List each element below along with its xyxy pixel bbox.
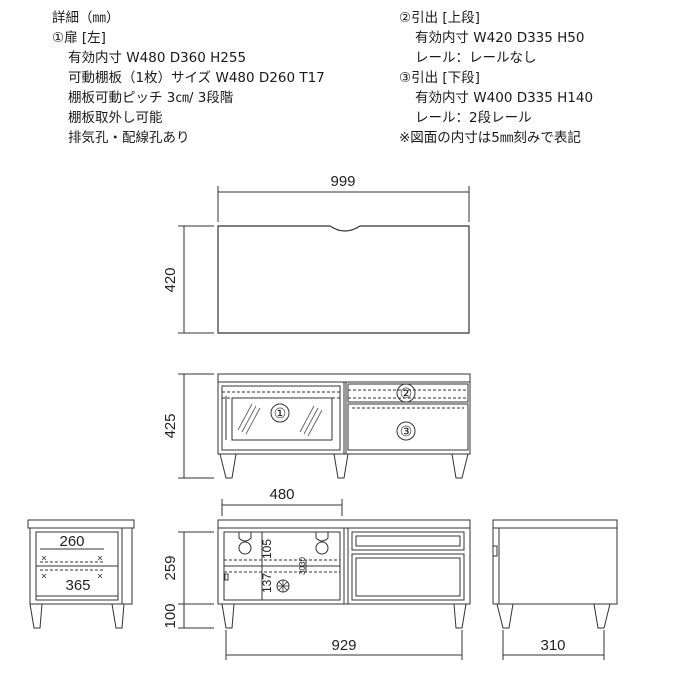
front-section-view — [178, 499, 471, 660]
side-body — [492, 527, 618, 605]
dim-label-pitch: 3030 — [298, 557, 307, 575]
callout-upper-drawer-circle — [396, 383, 416, 403]
dim-label-front-height: 425 — [162, 413, 179, 438]
section-body — [29, 527, 133, 605]
callout-door: ① — [274, 405, 287, 421]
drawing-note: ※図面の内寸は5㎜刻みで表記 — [399, 130, 581, 146]
wiring-hole — [238, 541, 252, 555]
glass-hatch — [237, 403, 323, 437]
leg — [111, 603, 125, 629]
left-section-view — [27, 519, 135, 629]
door-panel — [221, 385, 341, 451]
dim-label-shelf-top: 260 — [59, 533, 84, 550]
door-spec-line: 可動棚板（1枚）サイズ W480 D260 T17 — [68, 70, 325, 86]
side-view — [492, 519, 618, 660]
callout-door-circle — [270, 403, 290, 423]
dim-label-hole-height: 105 — [260, 539, 274, 559]
door-spec-line: 有効内寸 W480 D360 H255 — [68, 50, 247, 66]
door-spec-line: 排気孔・配線孔あり — [68, 130, 190, 146]
dim-label-shelf-bottom: 365 — [65, 577, 90, 594]
pin-marks — [41, 555, 103, 579]
spec-heading: 詳細（㎜） — [52, 10, 120, 26]
upper-drawer-line: 有効内寸 W420 D335 H50 — [415, 30, 585, 46]
callout-lower-drawer: ③ — [400, 423, 413, 439]
door-spec-line: 棚板取外し可能 — [68, 110, 163, 126]
door-spec-title: ①扉 [左] — [52, 30, 106, 46]
dim-label-side-depth: 310 — [540, 637, 565, 654]
vent-grille — [277, 580, 289, 592]
upper-drawer-title: ②引出 [上段] — [399, 10, 480, 26]
section-upper-drawer — [351, 531, 465, 551]
dim-label-top-depth: 420 — [162, 267, 179, 292]
front-top-board — [217, 373, 471, 383]
spec-right: ②引出 [上段] 有効内寸 W420 D335 H50 レール：レールなし ③引… — [399, 8, 593, 148]
hole-slot — [238, 532, 252, 542]
dim-label-leg-height: 100 — [162, 603, 179, 628]
lower-drawer-line: 有効内寸 W400 D335 H140 — [415, 90, 594, 106]
top-view-outline — [217, 225, 470, 334]
leg — [453, 603, 467, 629]
door-spec-line: 棚板可動ピッチ 3㎝/ 3段階 — [68, 90, 234, 106]
callout-upper-drawer: ② — [400, 385, 413, 401]
leg — [333, 453, 349, 479]
spec-left: 詳細（㎜） ①扉 [左] 有効内寸 W480 D360 H255 可動棚板（1枚… — [52, 8, 325, 148]
dim-label-lower-height: 137 — [260, 573, 274, 593]
leg — [593, 603, 611, 629]
leg — [496, 603, 514, 629]
dim-label-inner-height: 259 — [162, 555, 179, 580]
lower-drawer-line: レール：2段レール — [415, 110, 532, 126]
lower-drawer-title: ③引出 [下段] — [399, 70, 480, 86]
cable-clip — [224, 573, 229, 581]
top-view — [178, 186, 470, 334]
front-view — [178, 373, 471, 479]
section-lower-drawer-inner — [355, 557, 461, 597]
section-top-board — [27, 519, 135, 529]
section-lower-drawer — [351, 553, 465, 601]
callout-lower-drawer-circle — [396, 421, 416, 441]
lower-drawer-front — [347, 403, 469, 451]
side-handle — [492, 545, 498, 557]
dim-label-inner-width: 480 — [269, 486, 294, 503]
side-top-board — [492, 519, 618, 529]
leg — [451, 453, 469, 479]
leg — [221, 603, 235, 629]
leg — [29, 603, 43, 629]
upper-drawer-line: レール：レールなし — [415, 50, 537, 66]
dim-label-base-width: 929 — [331, 637, 356, 654]
section-upper-drawer-inner — [355, 535, 461, 547]
dim-label-top-width: 999 — [330, 173, 355, 190]
section-top-board — [217, 519, 471, 529]
wiring-hole — [315, 541, 329, 555]
leg — [219, 453, 237, 479]
hole-slot — [315, 532, 329, 542]
